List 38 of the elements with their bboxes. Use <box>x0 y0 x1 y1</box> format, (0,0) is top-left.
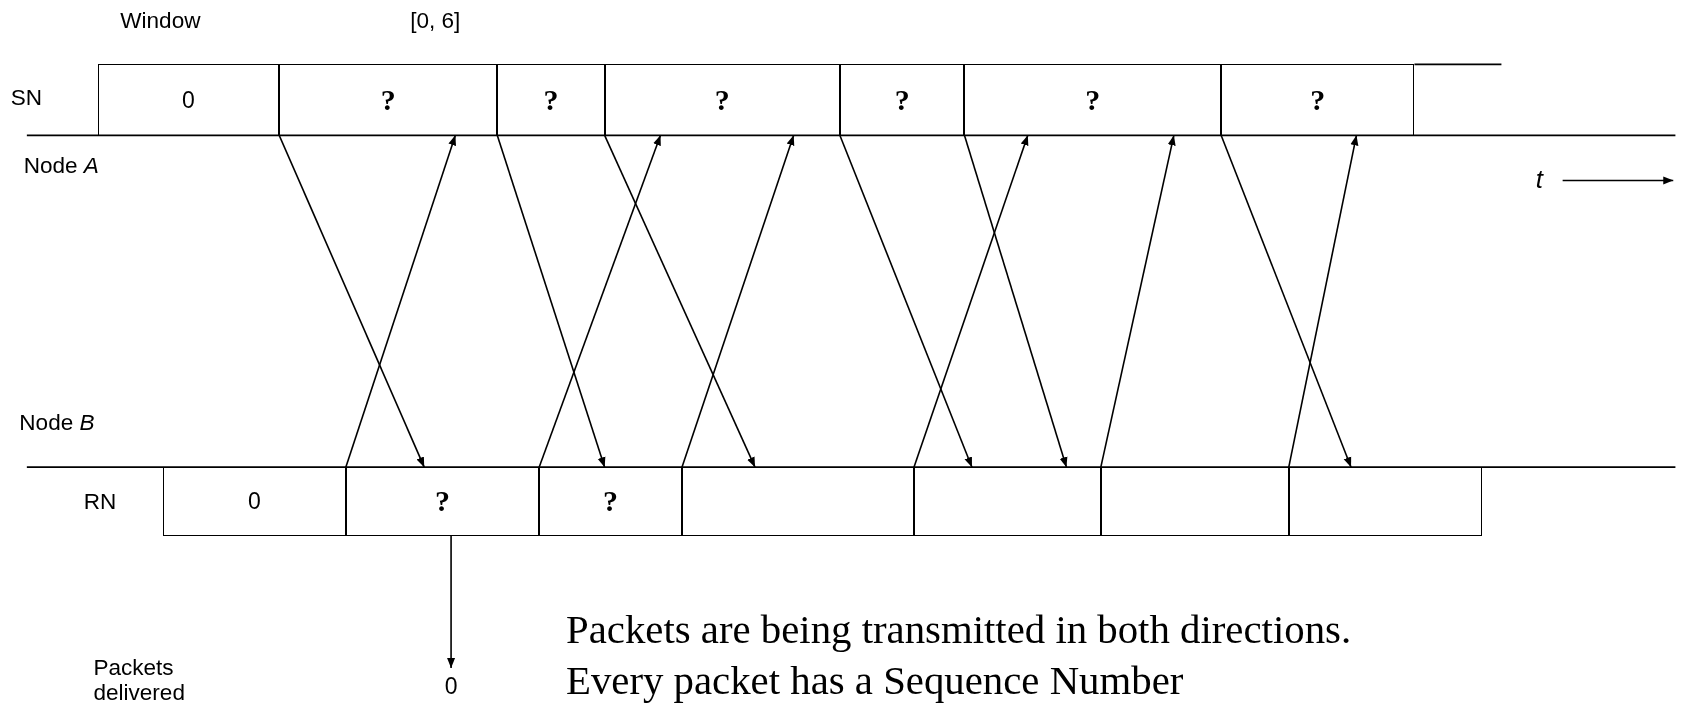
sequence-number-label: SN <box>10 85 43 111</box>
sequence-number-cell: 0 <box>97 64 280 136</box>
request-number-cell: ? <box>539 467 682 536</box>
sequence-number-cell: ? <box>497 64 605 136</box>
request-number-cell: 0 <box>163 467 346 536</box>
arrow <box>496 134 606 468</box>
sequence-number-cell: ? <box>604 64 840 136</box>
window-range: [0, 6] <box>410 8 461 34</box>
note-text: Every packet has a Sequence Number <box>566 659 1184 705</box>
sequence-number-cell: ? <box>1221 64 1415 136</box>
arrow <box>963 134 1068 468</box>
request-number-cell <box>1100 467 1289 536</box>
arrow <box>447 535 456 669</box>
sequence-number-cell: ? <box>839 64 965 136</box>
node-label: Node A <box>23 153 99 179</box>
window-label: Window <box>120 8 201 34</box>
note-text: Packets are being transmitted in both directions. <box>566 607 1352 653</box>
arrow <box>1288 134 1359 468</box>
packets-delivered-label: Packets delivered <box>93 656 186 706</box>
arrow <box>1220 134 1352 468</box>
arrow <box>278 134 426 468</box>
time-label: t <box>1535 165 1543 194</box>
sequence-number-cell: ? <box>964 64 1222 136</box>
arrow <box>1100 134 1176 468</box>
arrow <box>913 134 1029 468</box>
arrow <box>839 134 973 468</box>
node-label: Node B <box>19 411 95 437</box>
arrow <box>345 134 457 468</box>
request-number-cell <box>681 467 914 536</box>
arrow <box>538 134 662 468</box>
request-number-label: RN <box>83 489 117 515</box>
request-number-cell <box>1288 467 1483 536</box>
sequence-number-cell: ? <box>279 64 498 136</box>
request-number-cell <box>913 467 1101 536</box>
delivered-packet-number: 0 <box>434 668 468 705</box>
request-number-cell: ? <box>345 467 540 536</box>
arrow <box>603 134 756 468</box>
arrow <box>681 134 795 468</box>
